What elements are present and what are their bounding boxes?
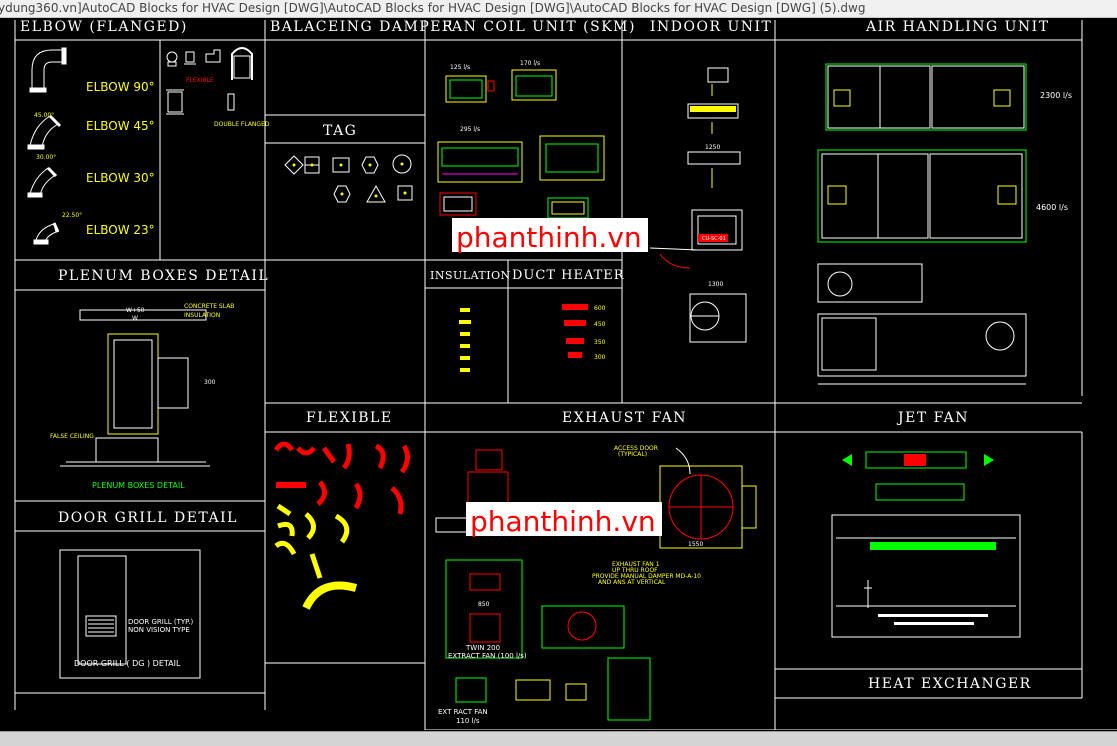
section-title-heat-exchanger: HEAT EXCHANGER [868,676,1032,692]
door-grill-note-1: DOOR GRILL (TYP.) [128,618,194,626]
title-block-grid [14,20,1117,730]
status-bar [0,731,1117,746]
window-title: ydung360.vn]AutoCAD Blocks for HVAC Desi… [0,0,1117,18]
indoor-unit-tag: CU-SC-01 [702,236,726,242]
indoor-unit-blocks[interactable] [649,67,747,343]
plenum-dim-w: W [132,315,138,322]
flange-symbols[interactable] [166,47,253,115]
plenum-caption: PLENUM BOXES DETAIL [92,481,185,490]
twin-extract-fan-line1: TWIN 200 [465,644,500,652]
section-title-balancing-damper: BALACEING DAMPER [270,19,454,35]
elbow-30-symbol[interactable] [27,166,58,198]
elbow-angle-23: 22.50° [62,212,82,219]
exhaust-access-door-2: (TYPICAL) [618,451,647,458]
indoor-dim-1300: 1300 [708,281,723,288]
elbow-45-label: ELBOW 45° [86,119,155,133]
section-title-indoor-unit: INDOOR UNIT [650,19,772,35]
plenum-concrete-slab: CONCRETE SLAB [184,303,234,310]
insulation-symbols[interactable] [459,308,471,372]
elbow-23-symbol[interactable] [33,222,60,245]
elbow-90-symbol[interactable] [29,47,67,93]
door-grill-caption: DOOR GRILL ( DG ) DETAIL [74,659,181,668]
elbow-angle-45: 45.00° [34,112,54,119]
cad-drawing-canvas[interactable]: ELBOW (FLANGED) BALACEING DAMPER FAN COI… [0,18,1117,730]
fan-coil-unit-blocks[interactable] [437,69,605,219]
duct-heater-450: 450 [594,321,606,328]
elbow-45-symbol[interactable] [27,114,62,150]
section-title-exhaust-fan: EXHAUST FAN [562,410,687,426]
indoor-dim-1250: 1250 [705,144,720,151]
door-grill-detail[interactable] [59,549,201,679]
exhaust-note-4: AND ANS AT VERTICAL [598,579,666,586]
section-title-jet-fan: JET FAN [896,410,969,426]
exhaust-note-1: EXHAUST FAN 1 [612,561,660,568]
flexible-flange-label: FLEXIBLE [186,77,214,84]
jet-fan-details[interactable] [831,451,1021,638]
watermark-backdrop-top [452,218,648,252]
tag-symbols[interactable] [284,154,413,203]
section-title-elbow: ELBOW (FLANGED) [20,19,188,35]
exhaust-note-2: UP THRU ROOF [612,567,658,574]
flexible-duct-symbols[interactable] [273,441,410,610]
section-title-tag: TAG [323,123,357,139]
fcu-flow-295: 295 l/s [460,126,480,133]
extract-fan-line1: EXT RACT FAN [438,708,488,716]
plenum-insulation: INSULATION [184,312,220,319]
duct-heater-600: 600 [594,305,606,312]
watermark-bottom: phanthinh.vn [470,505,656,538]
fcu-flow-170: 170 l/s [520,60,540,67]
plenum-dim-top: W+50 [126,307,145,314]
plenum-dim-h: 300 [204,379,216,386]
exhaust-access-door-1: ACCESS DOOR [614,445,658,452]
door-grill-note-2: NON VISION TYPE [128,626,190,634]
section-title-fan-coil-unit: FAN COIL UNIT (SKM) [442,19,636,35]
plenum-false-ceiling: FALSE CEILING [50,433,94,440]
elbow-30-label: ELBOW 30° [86,171,155,185]
duct-heater-symbols[interactable] [562,304,588,358]
duct-heater-350: 350 [594,339,606,346]
watermark-top: phanthinh.vn [456,221,642,254]
elbow-23-label: ELBOW 23° [86,223,155,237]
twin-extract-fan-line2: EXTRACT FAN (100 l/s) [448,652,527,660]
extract-fan-line2: 110 l/s [456,717,480,725]
ahu-flow-2300: 2300 l/s [1040,91,1072,100]
exhaust-dim-1550: 1550 [688,541,703,548]
elbow-angle-30: 30.00° [36,154,56,161]
watermark-backdrop-bottom [466,502,662,536]
section-title-air-handling-unit: AIR HANDLING UNIT [865,19,1050,35]
plenum-box-detail[interactable] [60,309,210,467]
exhaust-dim-850: 850 [478,601,490,608]
section-title-plenum-boxes: PLENUM BOXES DETAIL [58,268,269,284]
section-title-duct-heater: DUCT HEATER [512,268,625,283]
ahu-flow-4600: 4600 l/s [1036,203,1068,212]
ahu-blocks[interactable] [817,63,1027,385]
section-title-insulation: INSULATION [430,269,511,282]
elbow-90-label: ELBOW 90° [86,80,155,94]
duct-heater-300: 300 [594,354,606,361]
section-title-door-grill: DOOR GRILL DETAIL [58,510,238,526]
exhaust-note-3: PROVIDE MANUAL DAMPER MD-A-10 [592,573,701,580]
section-title-flexible: FLEXIBLE [306,410,393,426]
exhaust-fan-details[interactable] [435,447,757,721]
fcu-flow-125: 125 l/s [450,64,470,71]
double-flanged-label: DOUBLE FLANGED [214,121,270,128]
